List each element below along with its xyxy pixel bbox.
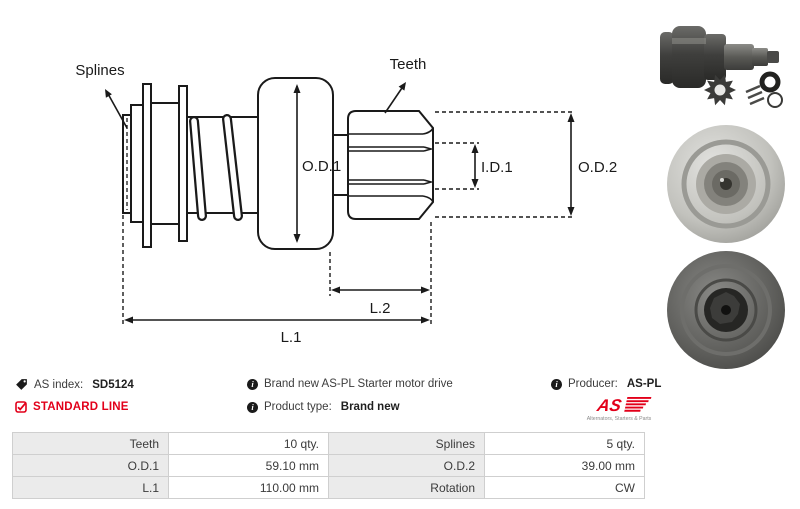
id1-dimension bbox=[471, 144, 479, 188]
standard-line-badge: STANDARD LINE bbox=[33, 401, 129, 413]
spec-label: O.D.2 bbox=[328, 454, 485, 477]
spec-label: O.D.1 bbox=[12, 454, 169, 477]
spec-table: Teeth 10 qty. Splines 5 qty. O.D.1 59.10… bbox=[12, 432, 645, 499]
spring-section bbox=[186, 114, 263, 221]
spec-value: CW bbox=[484, 476, 645, 499]
info-icon: i bbox=[551, 378, 562, 390]
spec-label: Rotation bbox=[328, 476, 485, 499]
product-photo-parts[interactable] bbox=[648, 4, 798, 122]
spec-label: L.1 bbox=[12, 476, 169, 499]
product-type-label: Product type: bbox=[264, 401, 332, 413]
od1-label: O.D.1 bbox=[302, 158, 341, 175]
spec-label: Teeth bbox=[12, 432, 169, 455]
spec-value: 110.00 mm bbox=[168, 476, 329, 499]
info-icon: i bbox=[247, 378, 258, 390]
producer-label: Producer: bbox=[568, 378, 618, 390]
spec-value: 59.10 mm bbox=[168, 454, 329, 477]
spec-value: 10 qty. bbox=[168, 432, 329, 455]
teeth-leader-arrow bbox=[384, 82, 406, 114]
od2-dimension bbox=[567, 113, 575, 216]
od1-dimension bbox=[293, 84, 301, 243]
l2-dimension bbox=[331, 286, 430, 294]
extension-lines bbox=[122, 111, 574, 326]
pinion-gear-photo bbox=[704, 74, 736, 106]
product-photo-rear[interactable] bbox=[652, 248, 800, 372]
product-description: Brand new AS-PL Starter motor drive bbox=[264, 378, 453, 390]
checkbox-icon bbox=[15, 401, 27, 413]
as-index-row: AS index: SD5124 bbox=[15, 378, 134, 391]
producer-row: i Producer: AS-PL bbox=[551, 378, 661, 390]
standard-line-row: STANDARD LINE bbox=[15, 401, 129, 413]
splines-section bbox=[122, 83, 188, 248]
producer-value: AS-PL bbox=[626, 378, 662, 390]
product-type-value: Brand new bbox=[340, 401, 400, 413]
tag-icon bbox=[16, 379, 27, 390]
table-row: O.D.1 59.10 mm O.D.2 39.00 mm bbox=[12, 454, 645, 477]
table-row: Teeth 10 qty. Splines 5 qty. bbox=[12, 432, 645, 455]
pinion-gear bbox=[347, 110, 434, 220]
spec-value: 5 qty. bbox=[484, 432, 645, 455]
table-row: L.1 110.00 mm Rotation CW bbox=[12, 476, 645, 499]
od2-label: O.D.2 bbox=[578, 159, 617, 176]
product-photo-front[interactable] bbox=[652, 122, 800, 246]
splines-leader-arrow bbox=[105, 89, 128, 129]
id1-label: I.D.1 bbox=[481, 159, 513, 176]
as-index-label: AS index: bbox=[34, 378, 84, 391]
splines-label: Splines bbox=[75, 62, 124, 79]
info-icon: i bbox=[247, 401, 258, 413]
spec-label: Splines bbox=[328, 432, 485, 455]
product-type-row: i Product type: Brand new bbox=[247, 401, 400, 413]
starter-drive-technical-diagram: O.D.1 bbox=[75, 56, 617, 346]
description-row: i Brand new AS-PL Starter motor drive bbox=[247, 378, 453, 390]
teeth-label: Teeth bbox=[390, 56, 427, 73]
as-pl-logo: AS Alternators, Starters & Parts bbox=[587, 395, 652, 422]
clutch-housing bbox=[257, 77, 334, 250]
l2-label: L.2 bbox=[370, 300, 391, 317]
as-index-value: SD5124 bbox=[92, 378, 134, 391]
l1-label: L.1 bbox=[281, 329, 302, 346]
as-pl-logo-caption: Alternators, Starters & Parts bbox=[587, 416, 652, 422]
l1-dimension bbox=[124, 316, 430, 324]
as-pl-logo-text: AS bbox=[595, 395, 624, 415]
spec-value: 39.00 mm bbox=[484, 454, 645, 477]
